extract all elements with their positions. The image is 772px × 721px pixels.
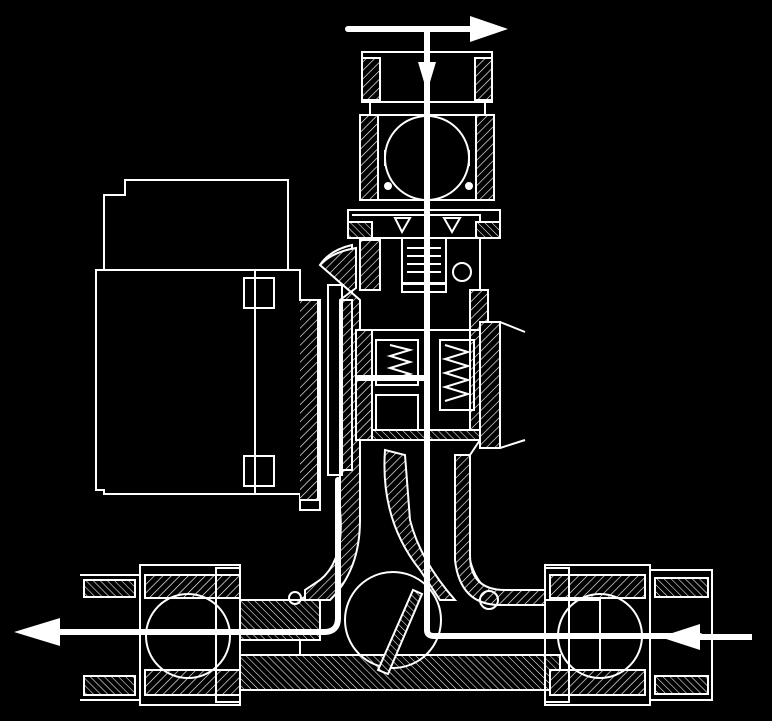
pump-motor-icon xyxy=(95,179,321,511)
impeller-shaft xyxy=(327,284,343,476)
flow-line-bottom-outlet xyxy=(57,477,341,635)
pump-housing-icon xyxy=(239,214,601,691)
spring-valve-icon xyxy=(355,321,526,449)
arrow-left-icon xyxy=(660,624,752,650)
top-ball-valve xyxy=(359,114,495,201)
left-outlet-ball-valve xyxy=(80,564,241,706)
arrow-left-icon xyxy=(14,618,60,646)
arrow-down-icon xyxy=(418,62,436,92)
right-inlet-ball-valve xyxy=(544,564,713,706)
mixing-ball-valve xyxy=(344,571,442,676)
flow-line-mid xyxy=(424,375,703,639)
arrow-right-icon xyxy=(470,16,508,42)
